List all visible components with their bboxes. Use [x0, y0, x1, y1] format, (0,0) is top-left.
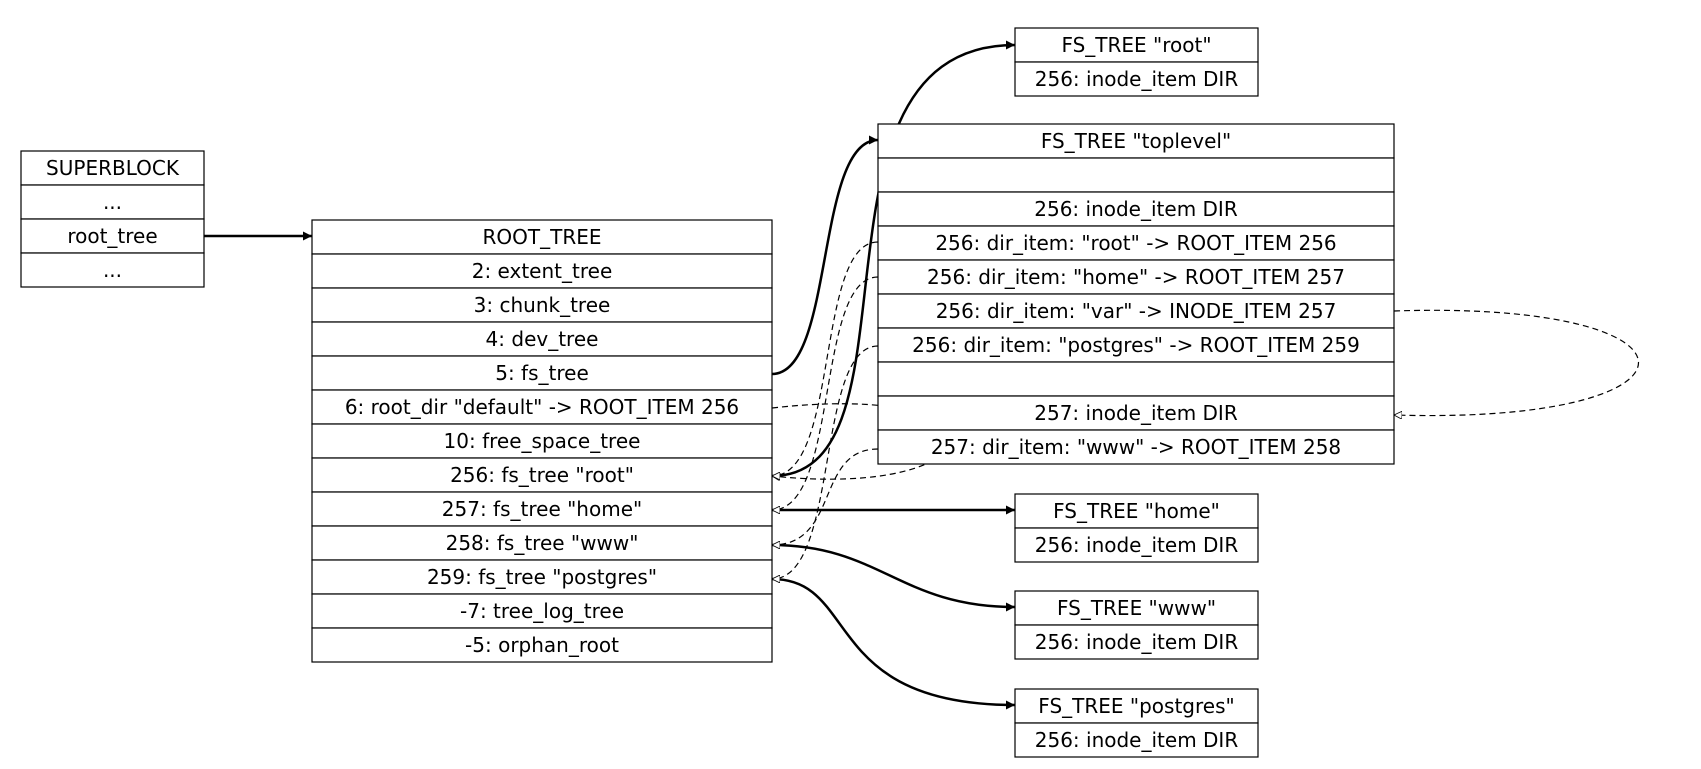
superblock-row-cell	[20, 252, 205, 288]
root-tree-row-cell	[311, 355, 773, 391]
fs-root-row-cell	[1014, 61, 1259, 97]
root-tree-row: -5: orphan_root	[465, 633, 619, 657]
edge-fs-tree-to-toplevel	[771, 135, 879, 376]
root-tree-row: 10: free_space_tree	[444, 429, 641, 453]
root-tree-row-cell	[311, 457, 773, 493]
toplevel-row-cell	[877, 259, 1395, 295]
superblock-header-cell	[20, 150, 205, 186]
toplevel-row-cell	[877, 293, 1395, 329]
edge-postgres-row-to-fs-postgres	[771, 577, 1016, 710]
toplevel-row: 257: dir_item: "www" -> ROOT_ITEM 258	[931, 435, 1341, 459]
fs-home-title: FS_TREE "home"	[1053, 499, 1220, 523]
root-tree-row: -7: tree_log_tree	[460, 599, 624, 623]
root-tree-row: 6: root_dir "default" -> ROOT_ITEM 256	[345, 395, 739, 419]
root-tree-title: ROOT_TREE	[483, 225, 602, 249]
root-tree-row-cell	[311, 559, 773, 595]
superblock-row: ...	[103, 258, 122, 282]
toplevel-row: 256: dir_item: "postgres" -> ROOT_ITEM 2…	[912, 333, 1360, 357]
toplevel-row-cell	[877, 157, 1395, 193]
fs-root-row: 256: inode_item DIR	[1035, 67, 1239, 91]
root-tree-header-cell	[311, 219, 773, 255]
root-tree-row: 4: dev_tree	[486, 327, 599, 351]
root-tree-row-cell	[311, 491, 773, 527]
root-tree-row-cell	[311, 423, 773, 459]
root-tree-row-cell	[311, 627, 773, 663]
root-tree-row: 257: fs_tree "home"	[442, 497, 642, 521]
root-tree-row: 259: fs_tree "postgres"	[427, 565, 657, 589]
root-tree-row: 2: extent_tree	[472, 259, 613, 283]
fs-root-header-cell	[1014, 27, 1259, 63]
fs-postgres-row: 256: inode_item DIR	[1035, 728, 1239, 752]
fs-home-row: 256: inode_item DIR	[1035, 533, 1239, 557]
superblock-node	[20, 150, 205, 288]
root-tree-node	[311, 219, 773, 663]
toplevel-row-cell	[877, 191, 1395, 227]
superblock-row-cell	[20, 218, 205, 254]
toplevel-header-cell	[877, 123, 1395, 159]
toplevel-row: 257: inode_item DIR	[1034, 401, 1238, 425]
fs-www-node	[1014, 590, 1259, 660]
toplevel-row-cell	[877, 225, 1395, 261]
root-tree-row: 5: fs_tree	[495, 361, 589, 385]
root-tree-row-cell	[311, 253, 773, 289]
fs-home-row-cell	[1014, 527, 1259, 563]
fs-root-node	[1014, 27, 1259, 97]
edge-dir-root-to-root-row	[772, 241, 879, 476]
edge-dir-www-to-www-row	[772, 448, 879, 545]
toplevel-row-cell	[877, 327, 1395, 363]
edge-dir-home-to-home-row	[772, 276, 879, 510]
fs-postgres-row-cell	[1014, 722, 1259, 758]
toplevel-title: FS_TREE "toplevel"	[1041, 129, 1231, 153]
fs-postgres-node	[1014, 688, 1259, 758]
toplevel-row: 256: inode_item DIR	[1034, 197, 1238, 221]
toplevel-row-cell	[877, 429, 1395, 465]
root-tree-row: 256: fs_tree "root"	[450, 463, 634, 487]
root-tree-row: 258: fs_tree "www"	[446, 531, 639, 555]
superblock-row-cell	[20, 184, 205, 220]
fs-root-title: FS_TREE "root"	[1061, 33, 1211, 57]
root-tree-row-cell	[311, 287, 773, 323]
fs-home-node	[1014, 493, 1259, 563]
superblock-row: root_tree	[67, 224, 157, 248]
fs-www-row-cell	[1014, 624, 1259, 660]
root-tree-row-cell	[311, 389, 773, 425]
toplevel-row-cell	[877, 361, 1395, 397]
root-tree-row-cell	[311, 525, 773, 561]
toplevel-node	[877, 123, 1395, 465]
toplevel-row: 256: dir_item: "root" -> ROOT_ITEM 256	[935, 231, 1336, 255]
root-tree-row-cell	[311, 321, 773, 357]
superblock-row: ...	[103, 190, 122, 214]
edge-dir-var-to-inode-257	[1394, 309, 1640, 415]
toplevel-row: 256: dir_item: "var" -> INODE_ITEM 257	[936, 299, 1337, 323]
fs-www-row: 256: inode_item DIR	[1035, 630, 1239, 654]
fs-postgres-title: FS_TREE "postgres"	[1038, 694, 1234, 718]
toplevel-row: 256: dir_item: "home" -> ROOT_ITEM 257	[927, 265, 1345, 289]
superblock-title: SUPERBLOCK	[46, 156, 180, 180]
fs-www-title: FS_TREE "www"	[1057, 596, 1216, 620]
connectors	[204, 40, 1640, 710]
edge-dir-postgres-to-postgres-row	[772, 345, 879, 579]
root-tree-row: 3: chunk_tree	[474, 293, 611, 317]
edge-www-row-to-fs-www	[771, 543, 1016, 612]
edge-root-row-to-fs-root	[771, 40, 1016, 478]
root-tree-row-cell	[311, 593, 773, 629]
